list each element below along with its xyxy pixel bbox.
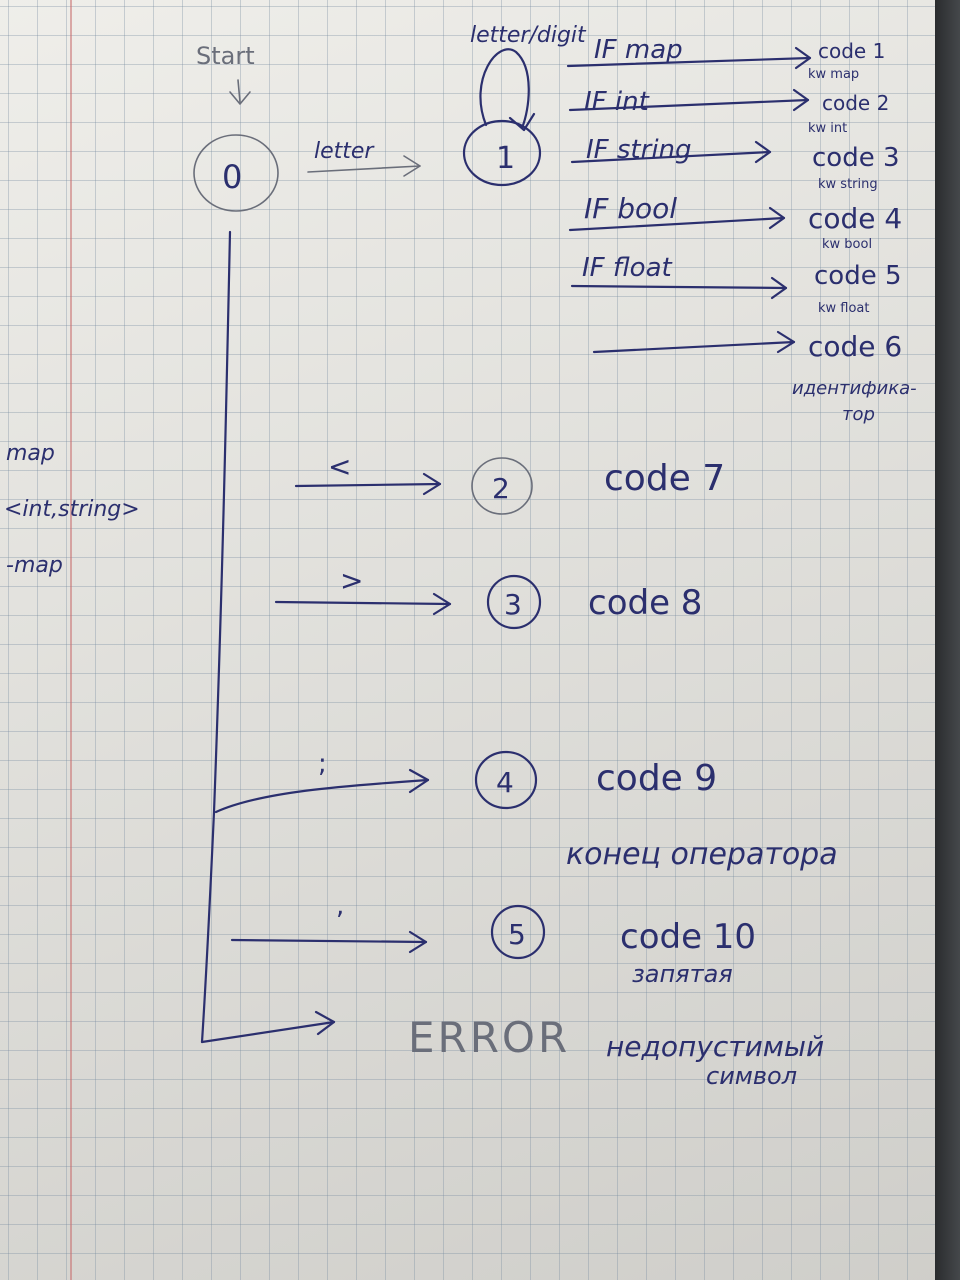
- state-3: 3: [486, 574, 542, 630]
- keyword-check-float: IF float code 5 kw float: [570, 253, 902, 316]
- side-note-line-3: -map: [6, 553, 63, 578]
- code-2-note: kw int: [808, 121, 847, 136]
- state-1-label: 1: [496, 141, 515, 176]
- code-9-note: конец оператора: [566, 837, 838, 872]
- code-8-label: code 8: [588, 583, 702, 623]
- transition-gt-symbol: >: [340, 564, 363, 597]
- transition-semicolon: ;: [214, 749, 430, 814]
- code-1-note: kw map: [808, 67, 859, 82]
- letter-label: letter: [314, 139, 375, 164]
- transition-gt: >: [274, 564, 452, 616]
- transition-comma: ,: [230, 891, 428, 954]
- code-10-label: code 10: [620, 917, 756, 957]
- loop-label: letter/digit: [470, 23, 587, 48]
- state-2-label: 2: [492, 472, 510, 505]
- code-1-label: code 1: [818, 39, 885, 63]
- state-4-label: 4: [496, 766, 514, 799]
- state-4: 4: [474, 750, 538, 810]
- side-note-line-1: map: [6, 441, 55, 466]
- code-3-label: code 3: [812, 143, 900, 173]
- code-2-label: code 2: [822, 91, 889, 115]
- identifier-note-line1: идентифика-: [792, 378, 917, 399]
- state-2: 2: [471, 457, 533, 515]
- keyword-check-int: IF int code 2 kw int: [568, 87, 889, 136]
- code-5-label: code 5: [814, 261, 902, 291]
- error-branch: [200, 1010, 336, 1044]
- code-6-label: code 6: [808, 330, 902, 363]
- code-5-note: kw float: [818, 301, 870, 316]
- state-5-label: 5: [508, 918, 526, 951]
- state-diagram: Start 0 letter 1 letter/digit IF map: [4, 23, 917, 1090]
- state-3-label: 3: [504, 588, 522, 621]
- keyword-check-int-condition: IF int: [584, 87, 650, 117]
- start-label: Start: [196, 42, 255, 70]
- error-label: ERROR: [408, 1013, 570, 1062]
- margin-line: [70, 0, 72, 1280]
- start-arrow: [229, 79, 251, 105]
- identifier-note-line2: тор: [842, 404, 875, 425]
- error-note-line2: символ: [706, 1062, 797, 1090]
- desk-background: [935, 0, 960, 1280]
- keyword-check-bool-condition: IF bool: [584, 192, 677, 225]
- code-4-label: code 4: [808, 202, 902, 235]
- keyword-check-bool: IF bool code 4 kw bool: [568, 192, 902, 252]
- state-0-label: 0: [222, 158, 242, 196]
- side-note-line-2: <int,string>: [4, 497, 140, 522]
- error-note-line1: недопустимый: [606, 1030, 824, 1063]
- keyword-check-map: IF map code 1 kw map: [566, 35, 885, 82]
- keyword-check-float-condition: IF float: [582, 253, 673, 283]
- code-10-note: запятая: [632, 960, 733, 988]
- transition-lt-symbol: <: [328, 450, 351, 483]
- state-1-loop: [479, 48, 530, 130]
- notebook-paper: Start 0 letter 1 letter/digit IF map: [0, 0, 935, 1280]
- keyword-check-map-condition: IF map: [594, 35, 683, 65]
- state-1: 1: [462, 48, 542, 187]
- keyword-check-string: IF string code 3 kw string: [570, 135, 900, 192]
- identifier-branch: code 6 идентифика- тор: [592, 330, 917, 425]
- state-0: 0: [193, 134, 279, 212]
- code-9-label: code 9: [596, 758, 717, 799]
- transition-lt: <: [294, 450, 442, 496]
- side-note: map <int,string> -map: [4, 441, 140, 578]
- state-1-loop-head: [508, 112, 536, 132]
- code-4-note: kw bool: [822, 237, 872, 252]
- state-5: 5: [490, 904, 546, 960]
- trunk-line: [200, 230, 232, 1044]
- transition-comma-symbol: ,: [336, 891, 344, 921]
- letter-arrow: [307, 155, 421, 177]
- transition-semicolon-symbol: ;: [318, 749, 327, 779]
- code-7-label: code 7: [604, 458, 725, 499]
- code-3-note: kw string: [818, 177, 878, 192]
